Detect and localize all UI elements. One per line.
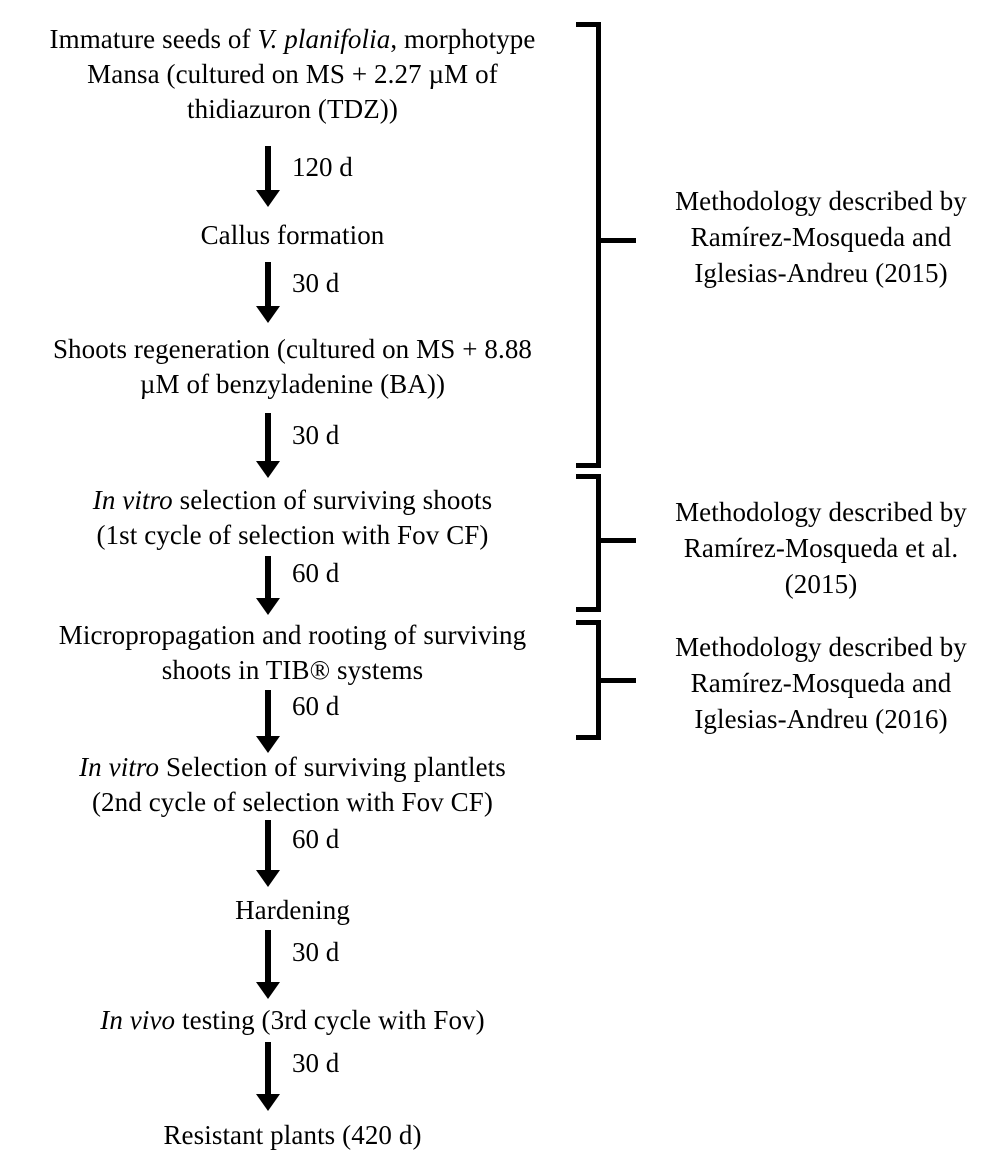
node-line: shoots in TIB® systems [0,653,585,688]
bracket-tick [600,538,636,543]
node-text: Immature seeds of [49,24,258,54]
arrow-duration-label: 60 d [292,691,340,721]
arrow-shaft [265,1042,271,1096]
node-in-vivo-testing: In vivo testing (3rd cycle with Fov) [0,1003,585,1038]
bracket-cap-top [576,474,601,479]
node-line: Shoots regeneration (cultured on MS + 8.… [0,332,585,367]
arrow-duration-label: 60 d [292,558,340,588]
node-text: Callus formation [200,220,385,250]
note-line: Ramírez-Mosqueda et al. [683,533,959,564]
node-line: Hardening [0,893,585,928]
annotation-note-3: Methodology described by Ramírez-Mosqued… [636,629,1006,738]
node-text: µM of benzyladenine (BA)) [139,369,446,400]
arrow-shaft [265,556,271,600]
arrow-head-icon [256,736,280,753]
arrow-duration-label: 120 d [292,152,353,182]
arrow-duration-label: 30 d [292,937,340,967]
bracket-vertical-line [596,22,601,468]
arrow-head-icon [256,982,280,999]
arrow-head-icon [256,306,280,323]
node-text: Mansa (cultured on MS + 2.27 µM of [87,59,498,90]
arrow-head-icon [256,190,280,207]
node-line: Resistant plants (420 d) [0,1118,585,1153]
arrow-duration-label: 30 d [292,420,340,450]
note-line: Methodology described by [675,186,967,216]
node-text: Hardening [235,895,350,925]
arrow-head-icon [256,598,280,615]
arrow-shaft [265,820,271,872]
annotation-note-1: Methodology described by Ramírez-Mosqued… [636,183,1006,292]
node-line: (1st cycle of selection with Fov CF) [0,518,585,553]
bracket-tick [600,238,636,243]
node-line: µM of benzyladenine (BA)) [0,367,585,402]
bracket-cap-bottom [576,463,601,468]
node-line: In vivo testing (3rd cycle with Fov) [0,1003,585,1038]
node-text-italic: In vitro [92,485,173,515]
node-resistant-plants: Resistant plants (420 d) [0,1118,585,1153]
note-line: Ramírez-Mosqueda and [690,668,952,699]
node-text: thidiazuron (TDZ)) [187,94,398,125]
note-line: Ramírez-Mosqueda and [690,222,952,253]
arrow-shaft [265,930,271,984]
arrow-duration-label: 30 d [292,1048,340,1078]
bracket-cap-bottom [576,607,601,612]
node-line: Immature seeds of V. planifolia, morphot… [0,22,585,57]
node-micropropagation-rooting: Micropropagation and rooting of survivin… [0,618,585,688]
bracket-cap-bottom [576,735,601,740]
bracket-cap-top [576,620,601,625]
node-shoots-regeneration: Shoots regeneration (cultured on MS + 8.… [0,332,585,402]
node-hardening: Hardening [0,893,585,928]
arrow-head-icon [256,1094,280,1111]
arrow-duration-label: 30 d [292,268,340,298]
note-line: Methodology described by [675,497,967,527]
node-in-vitro-selection-shoots: In vitro selection of surviving shoots (… [0,483,585,553]
node-text-italic: V. planifolia [257,24,391,54]
node-line: (2nd cycle of selection with Fov CF) [0,785,585,820]
node-text-italic: In vivo [100,1005,176,1035]
node-text: testing (3rd cycle with Fov) [175,1005,485,1035]
node-line: Micropropagation and rooting of survivin… [0,618,585,653]
arrow-duration-label: 60 d [292,824,340,854]
arrow-head-icon [256,870,280,887]
node-in-vitro-selection-plantlets: In vitro Selection of surviving plantlet… [0,750,585,820]
node-callus-formation: Callus formation [0,218,585,253]
bracket-vertical-line [596,620,601,740]
node-immature-seeds: Immature seeds of V. planifolia, morphot… [0,22,585,127]
node-text: (2nd cycle of selection with Fov CF) [91,787,494,818]
arrow-shaft [265,146,271,192]
note-line: Iglesias-Andreu (2015) [694,258,948,289]
node-text: Shoots regeneration (cultured on MS + 8.… [52,334,533,364]
bracket-cap-top [576,22,601,27]
node-text: Micropropagation and rooting of survivin… [58,620,527,650]
note-line: Iglesias-Andreu (2016) [694,704,948,735]
node-text: selection of surviving shoots [172,485,493,515]
arrow-head-icon [256,461,280,478]
arrow-shaft [265,690,271,738]
node-line: Callus formation [0,218,585,253]
node-line: In vitro Selection of surviving plantlet… [0,750,585,785]
arrow-shaft [265,262,271,308]
node-text: shoots in TIB® systems [161,655,424,686]
bracket-vertical-line [596,474,601,612]
node-text: Selection of surviving plantlets [159,752,506,782]
node-text: (1st cycle of selection with Fov CF) [96,520,489,551]
note-line: (2015) [784,569,858,600]
node-line: thidiazuron (TDZ)) [0,92,585,127]
arrow-shaft [265,413,271,463]
node-text: Resistant plants (420 d) [163,1120,422,1150]
node-text: , morphotype [390,24,536,54]
node-text-italic: In vitro [79,752,160,782]
node-line: Mansa (cultured on MS + 2.27 µM of [0,57,585,92]
node-line: In vitro selection of surviving shoots [0,483,585,518]
flow-column: Immature seeds of V. planifolia, morphot… [0,22,585,1153]
note-line: Methodology described by [675,632,967,662]
annotation-note-2: Methodology described by Ramírez-Mosqued… [636,494,1006,603]
bracket-tick [600,678,636,683]
